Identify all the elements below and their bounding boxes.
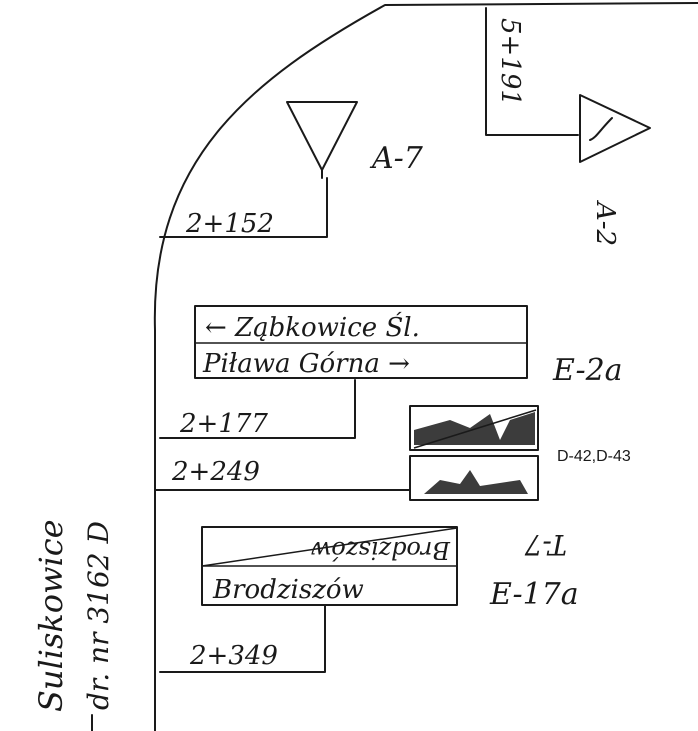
sign-label-e17a: E-17a [489, 577, 579, 612]
direction-board-line1: ← Ząbkowice Śl. [205, 311, 420, 343]
sign-label-t7: T-7 [524, 528, 567, 561]
direction-board-line2: Piława Górna → [202, 349, 410, 379]
chainage-2349: 2+349 [189, 641, 278, 671]
direction-board [194, 305, 528, 379]
chainage-5191: 5+191 [495, 18, 525, 106]
warning-bend-sign-icon [579, 94, 651, 163]
chainage-bracket-2177 [159, 379, 356, 439]
chainage-bracket-2152 [159, 177, 328, 238]
chainage-bracket-5191 [485, 7, 579, 136]
road-number-label: dr. nr 3162 D [82, 521, 115, 710]
sign-label-a7: A-7 [369, 141, 424, 176]
chainage-2177: 2+177 [179, 409, 268, 439]
road-edge [153, 2, 698, 731]
sign-label-e2a: E-2a [552, 353, 623, 388]
yield-sign-icon [286, 101, 358, 179]
d42-sign [409, 405, 539, 451]
road-name-label: Suliskowice [32, 519, 70, 712]
chainage-2249: 2+249 [171, 457, 260, 487]
town-board-line2: Brodziszów [212, 575, 364, 605]
chainage-bracket-2349 [159, 604, 326, 673]
chainage-2152: 2+152 [185, 209, 274, 239]
town-board-line1: Brodziszów [310, 536, 451, 564]
sign-label-a2: A-2 [590, 200, 620, 246]
sign-label-d42-d43: D-42,D-43 [557, 448, 631, 465]
